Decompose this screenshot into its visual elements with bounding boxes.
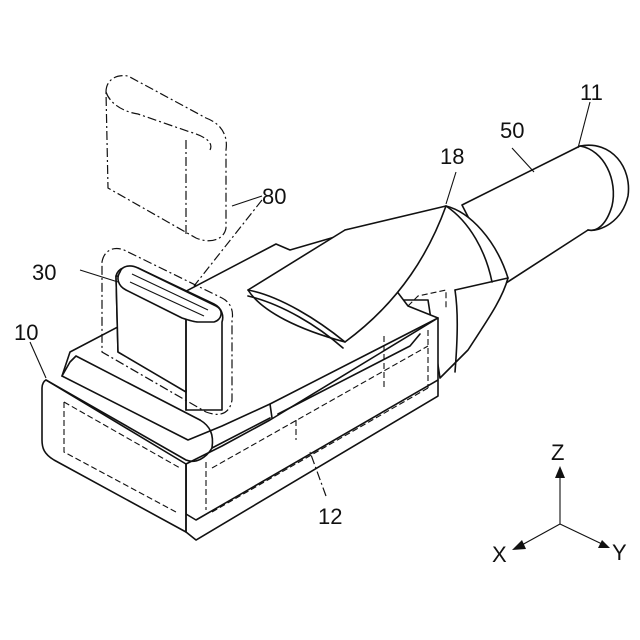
- ref-30-label: 30: [32, 260, 56, 285]
- ref-50-label: 50: [500, 118, 524, 143]
- ref-18-label: 18: [440, 144, 464, 169]
- coordinate-axes: Z X Y: [492, 440, 627, 567]
- axis-z-label: Z: [551, 440, 564, 465]
- ref-12-label: 12: [318, 504, 342, 529]
- axis-x-label: X: [492, 542, 507, 567]
- axis-y-label: Y: [612, 540, 627, 565]
- ref-10-label: 10: [14, 320, 38, 345]
- ref-11-label: 11: [580, 80, 603, 105]
- ref-80-label: 80: [262, 184, 286, 209]
